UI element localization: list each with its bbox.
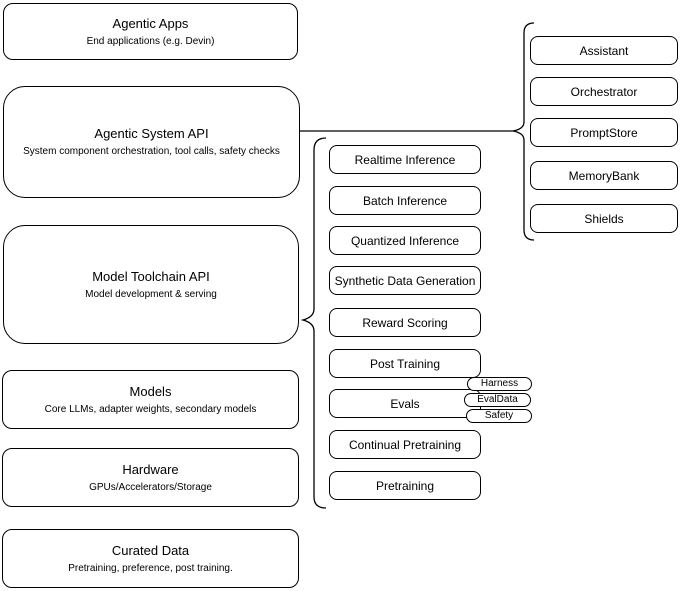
toolchain-brace (300, 137, 327, 509)
node-evals: Evals (329, 389, 481, 418)
node-continual-pretraining: Continual Pretraining (329, 430, 481, 459)
node-subtitle: Model development & serving (85, 288, 217, 300)
node-title: Agentic System API (94, 126, 209, 141)
tag-evaldata: EvalData (464, 393, 531, 407)
node-models: Models Core LLMs, adapter weights, secon… (2, 370, 299, 429)
node-subtitle: End applications (e.g. Devin) (86, 35, 215, 47)
tag-safety: Safety (466, 409, 532, 423)
node-subtitle: Pretraining, preference, post training. (68, 562, 233, 574)
node-synthetic-data-generation: Synthetic Data Generation (329, 266, 481, 295)
node-curated-data: Curated Data Pretraining, preference, po… (2, 529, 299, 588)
node-title: Curated Data (111, 542, 190, 558)
node-batch-inference: Batch Inference (329, 186, 481, 215)
node-title: Model Toolchain API (92, 268, 210, 284)
node-subtitle: GPUs/Accelerators/Storage (89, 481, 212, 493)
node-promptstore: PromptStore (530, 118, 678, 147)
node-subtitle: System component orchestration, tool cal… (23, 146, 280, 157)
node-pretraining: Pretraining (329, 471, 481, 500)
node-reward-scoring: Reward Scoring (329, 308, 481, 337)
node-title: Agentic Apps (112, 15, 189, 31)
tag-harness: Harness (467, 377, 532, 391)
node-memorybank: MemoryBank (530, 161, 678, 190)
node-agentic-apps: Agentic Apps End applications (e.g. Devi… (3, 3, 298, 60)
node-assistant: Assistant (530, 36, 678, 65)
node-orchestrator: Orchestrator (530, 77, 678, 106)
node-title: Hardware (122, 461, 179, 477)
node-title: Models (129, 383, 172, 399)
node-quantized-inference: Quantized Inference (329, 226, 481, 255)
node-shields: Shields (530, 204, 678, 233)
node-realtime-inference: Realtime Inference (329, 145, 481, 174)
node-agentic-system-api: Agentic System API System component orch… (3, 86, 300, 198)
node-hardware: Hardware GPUs/Accelerators/Storage (2, 448, 299, 507)
node-post-training: Post Training (329, 349, 481, 378)
node-subtitle: Core LLMs, adapter weights, secondary mo… (44, 403, 257, 415)
node-model-toolchain-api: Model Toolchain API Model development & … (3, 225, 299, 344)
